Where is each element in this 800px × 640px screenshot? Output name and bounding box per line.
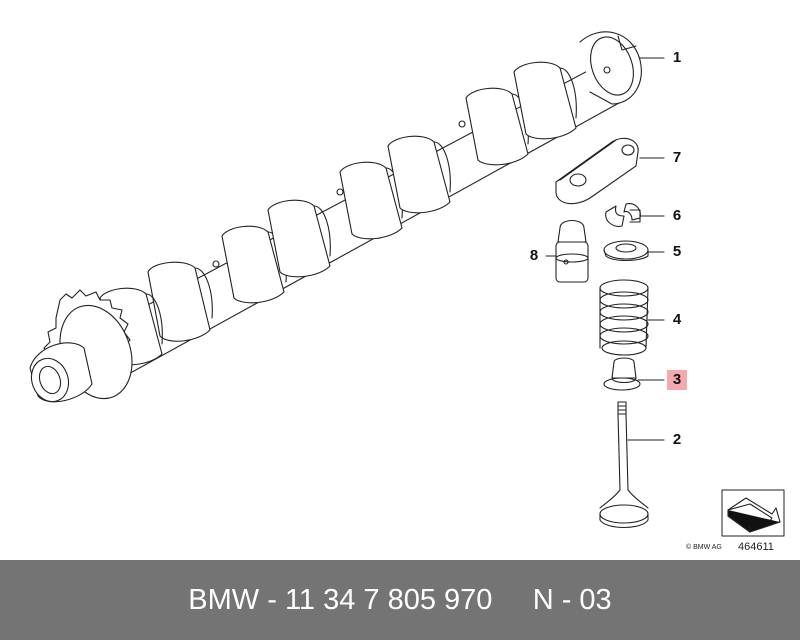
valve-drawing	[599, 401, 649, 529]
callout-6: 6	[672, 207, 682, 224]
callout-3: 3	[667, 370, 687, 390]
camshaft-drawing	[29, 31, 642, 403]
parts-diagram: 1 2 3 4 5 6 7 8 © BMW AG 464611	[29, 31, 785, 553]
valve-spring-drawing	[599, 279, 649, 356]
callout-8: 8	[529, 247, 539, 264]
callout-4: 4	[672, 311, 682, 328]
leader-lines	[545, 57, 665, 441]
valve-stem-seal-drawing	[603, 357, 641, 391]
valve-collets-drawing	[605, 203, 641, 227]
spring-retainer-drawing	[603, 240, 649, 262]
diagram-reference-number: 464611	[738, 541, 774, 553]
callout-7: 7	[672, 149, 682, 166]
copyright-text: © BMW AG	[686, 544, 722, 551]
part-number-caption: BMW - 11 34 7 805 970 N - 03	[188, 584, 612, 616]
footer-bar: BMW - 11 34 7 805 970 N - 03	[0, 560, 800, 640]
hydraulic-lifter-drawing	[555, 219, 589, 283]
rocker-arm-drawing	[555, 137, 639, 205]
callout-5: 5	[672, 243, 682, 260]
callout-1: 1	[672, 49, 682, 66]
direction-arrow-icon	[721, 489, 785, 537]
callout-2: 2	[672, 431, 682, 448]
exploded-view-drawing	[29, 31, 785, 537]
